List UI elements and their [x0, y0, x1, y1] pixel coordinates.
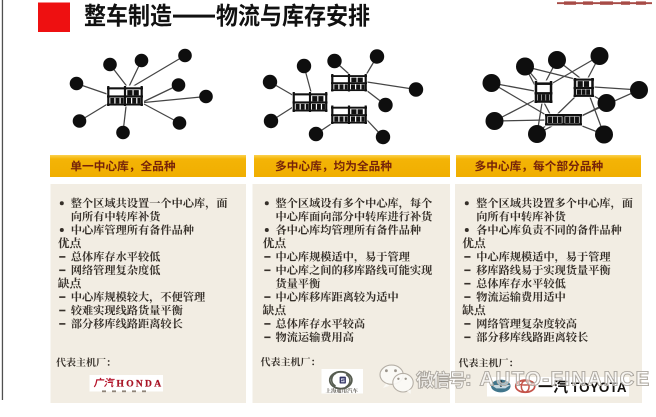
svg-text:TOYOTA: TOYOTA — [571, 380, 627, 395]
svg-text:: AUTO-FINANCE: : AUTO-FINANCE — [465, 369, 651, 391]
svg-text:HONDA: HONDA — [117, 379, 164, 389]
